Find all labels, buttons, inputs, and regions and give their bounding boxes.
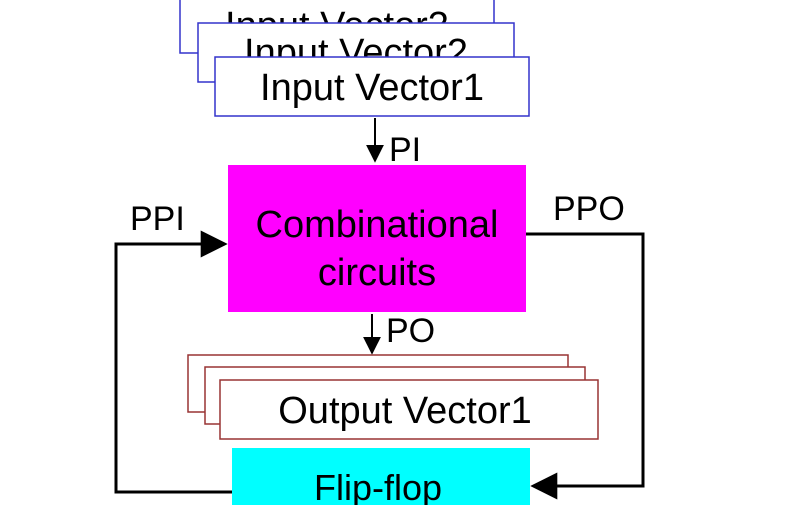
ppo-feedback-line [526,232,645,500]
output-vector-1-label: Output Vector1 [278,390,532,432]
output-vector-stack: Output Vector1 [187,354,599,440]
combinational-block: Combinational circuits [228,165,526,312]
combinational-label-line1: Combinational [256,204,499,246]
pi-label: PI [389,131,421,169]
combinational-label-line2: circuits [318,252,436,294]
flip-flop-fill [232,448,530,505]
ppi-feedback-line [114,230,232,494]
flip-flop-block: Flip-flop [232,448,530,505]
input-vector-stack: Input Vector3 Input Vector2 Input Vector… [179,0,530,117]
input-vector-1-label: Input Vector1 [260,67,484,109]
input-vector-1-box: Input Vector1 [214,56,530,117]
po-label: PO [386,312,435,350]
combinational-block-fill [228,165,526,312]
ppi-label: PPI [130,200,185,238]
output-vector-1-box: Output Vector1 [219,379,599,440]
ppo-label: PPO [553,190,625,228]
flip-flop-label: Flip-flop [314,467,442,505]
